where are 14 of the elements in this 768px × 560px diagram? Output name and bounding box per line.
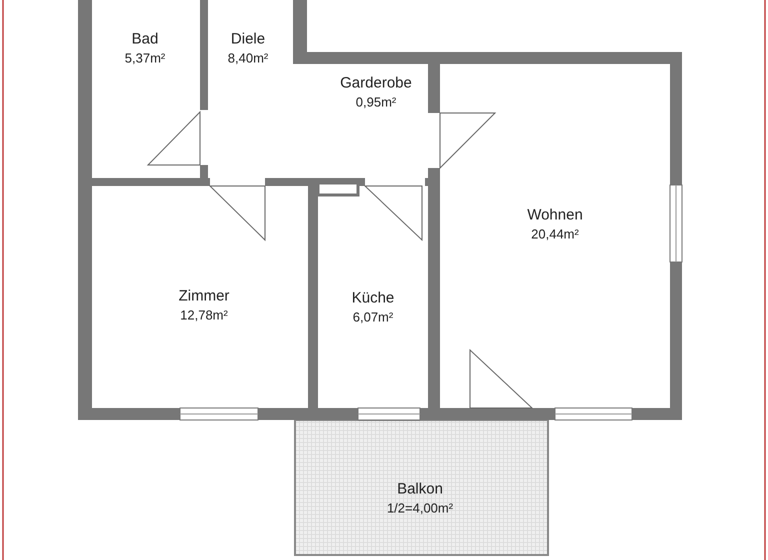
room-area: 0,95m² [340,94,412,110]
room-area: 20,44m² [527,226,583,242]
room-name: Küche [352,288,394,308]
room-name: Bad [130,30,160,50]
room-area: 12,78m² [178,306,230,324]
room-area: 5,37m² [124,50,166,66]
room-name: Diele [230,30,266,50]
room-name: Garderobe [340,74,412,94]
room-name: Zimmer [178,286,230,306]
room-name: Balkon [396,480,444,500]
room-area: 1/2=4,00m² [386,500,454,516]
room-area: 6,07m² [352,308,394,326]
room-name: Wohnen [527,206,583,226]
room-area: 8,40m² [228,50,268,66]
